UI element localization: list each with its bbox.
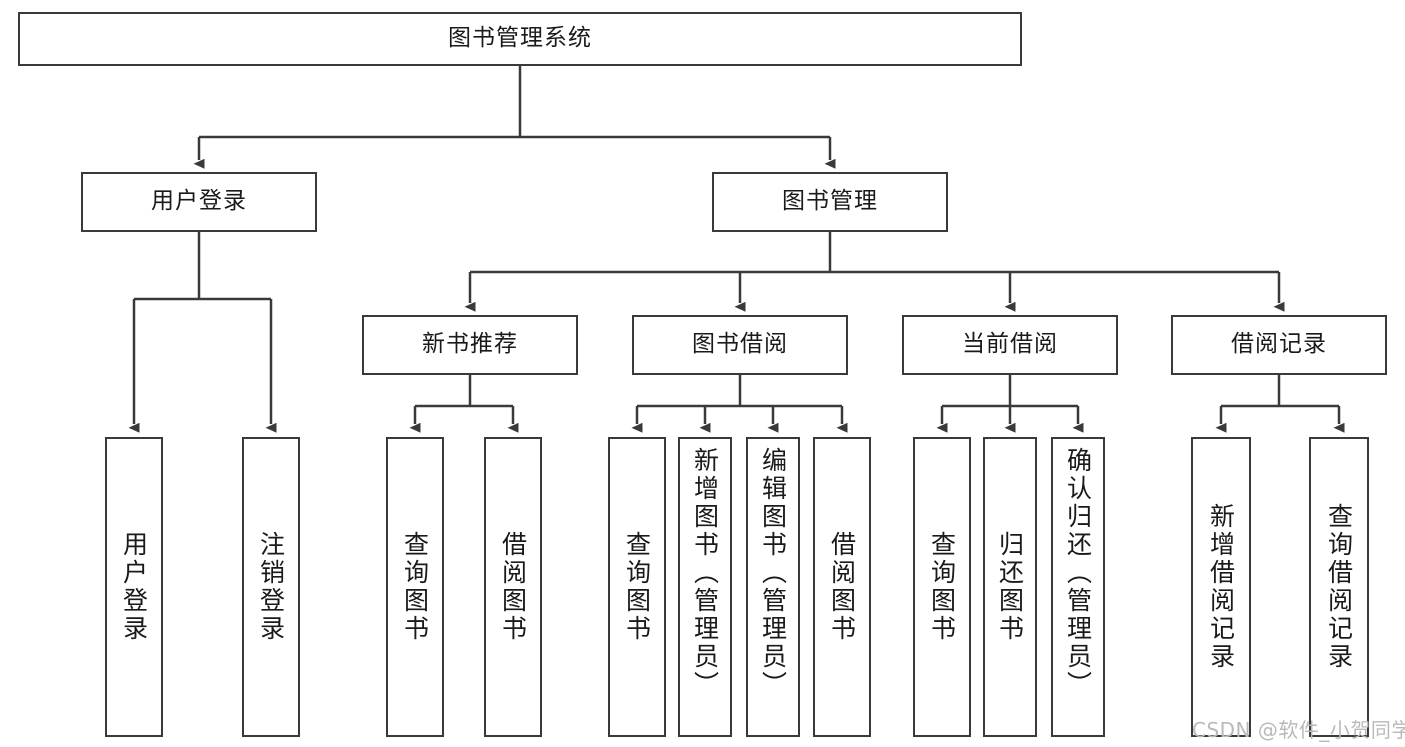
leaf-borrow-books-recommendation[interactable]: 借阅图书 <box>484 437 542 737</box>
node-label: 查询图书 <box>927 531 957 643</box>
csdn-watermark: CSDN @软件_小贺同学 <box>1192 718 1405 742</box>
node-label: 用户登录 <box>151 188 247 215</box>
node-user-login[interactable]: 用户登录 <box>81 172 317 232</box>
node-label: 借阅图书 <box>827 531 857 643</box>
node-label: 查询借阅记录 <box>1324 503 1354 671</box>
node-label: 图书管理 <box>782 188 878 215</box>
node-label: 确认归还（管理员） <box>1063 447 1093 699</box>
leaf-query-books-recommendation[interactable]: 查询图书 <box>386 437 444 737</box>
node-label: 借阅图书 <box>498 531 528 643</box>
leaf-user-login[interactable]: 用户登录 <box>105 437 163 737</box>
node-borrow-records[interactable]: 借阅记录 <box>1171 315 1387 375</box>
leaf-query-books-current[interactable]: 查询图书 <box>913 437 971 737</box>
node-label: 新书推荐 <box>422 331 518 358</box>
leaf-edit-book-admin[interactable]: 编辑图书（管理员） <box>746 437 800 737</box>
leaf-logout[interactable]: 注销登录 <box>242 437 300 737</box>
leaf-borrow-books-borrow[interactable]: 借阅图书 <box>813 437 871 737</box>
leaf-add-borrow-record[interactable]: 新增借阅记录 <box>1191 437 1251 737</box>
node-label: 新增借阅记录 <box>1206 503 1236 671</box>
node-root[interactable]: 图书管理系统 <box>18 12 1022 66</box>
node-label: 借阅记录 <box>1231 331 1327 358</box>
leaf-return-books[interactable]: 归还图书 <box>983 437 1037 737</box>
leaf-query-books-borrow[interactable]: 查询图书 <box>608 437 666 737</box>
node-label: 新增图书（管理员） <box>690 447 720 699</box>
node-label: 注销登录 <box>256 531 286 643</box>
leaf-confirm-return-admin[interactable]: 确认归还（管理员） <box>1051 437 1105 737</box>
leaf-query-borrow-record[interactable]: 查询借阅记录 <box>1309 437 1369 737</box>
node-book-borrow[interactable]: 图书借阅 <box>632 315 848 375</box>
node-label: 归还图书 <box>995 531 1025 643</box>
node-label: 编辑图书（管理员） <box>758 447 788 699</box>
node-label: 图书借阅 <box>692 331 788 358</box>
node-new-book-recommendation[interactable]: 新书推荐 <box>362 315 578 375</box>
node-label: 当前借阅 <box>962 331 1058 358</box>
node-book-management[interactable]: 图书管理 <box>712 172 948 232</box>
leaf-add-book-admin[interactable]: 新增图书（管理员） <box>678 437 732 737</box>
node-label: 查询图书 <box>622 531 652 643</box>
node-current-borrow[interactable]: 当前借阅 <box>902 315 1118 375</box>
node-label: 查询图书 <box>400 531 430 643</box>
node-label: 图书管理系统 <box>448 25 592 52</box>
node-label: 用户登录 <box>119 531 149 643</box>
